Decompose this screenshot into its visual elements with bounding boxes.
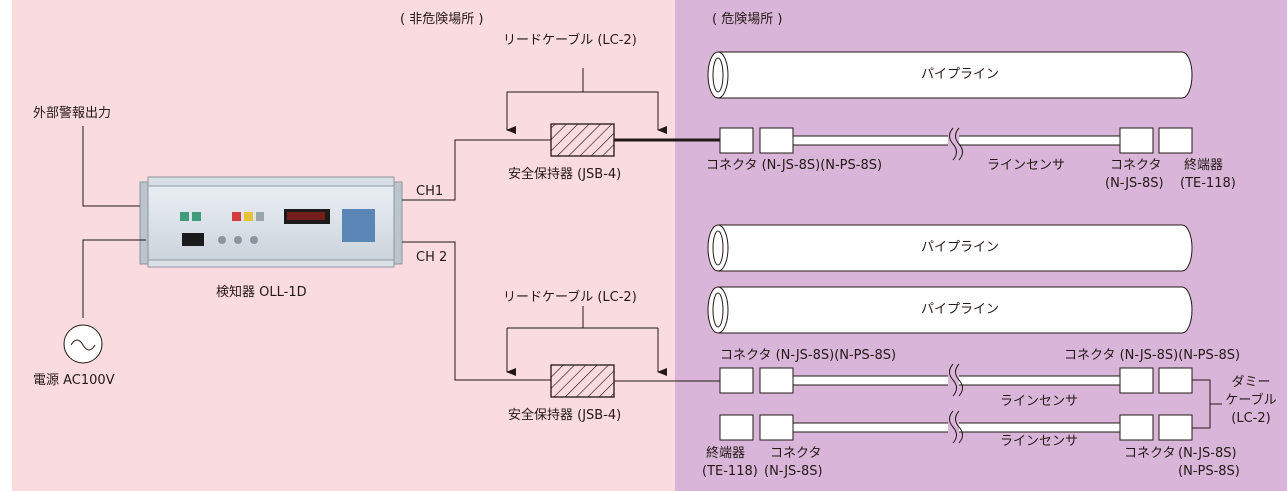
connector-model-js-ch2-lower-end: (N-JS-8S): [1178, 446, 1237, 461]
connector-pair-label-ch1: コネクタ (N-JS-8S)(N-PS-8S): [706, 158, 883, 173]
safety-barrier-ch2: [550, 364, 615, 398]
connector-label-ch1-end: コネクタ: [1110, 158, 1162, 173]
lead-cable-label-ch1: リードケーブル (LC-2): [503, 33, 637, 48]
non-hazardous-zone-label: ( 非危険場所 ): [400, 12, 484, 27]
pipeline-label-2: パイプライン: [920, 240, 999, 255]
terminator-label-ch1: 終端器: [1184, 158, 1224, 173]
sensor-label-ch2-lower: ラインセンサ: [1000, 434, 1079, 449]
connector-pair-label-ch2-start: コネクタ (N-JS-8S)(N-PS-8S): [720, 348, 897, 363]
connector-pair-label-ch2-end: コネクタ (N-JS-8S)(N-PS-8S): [1064, 348, 1241, 363]
detector-label: 検知器 OLL-1D: [216, 285, 307, 300]
pipeline-2: [707, 224, 1193, 272]
external-alarm-label: 外部警報出力: [33, 106, 112, 121]
pipeline-label-1: パイプライン: [920, 67, 999, 82]
pipeline-1: [707, 51, 1193, 99]
connector-label-ch2-lower-start: コネクタ: [770, 446, 822, 461]
detector-device: [139, 176, 403, 268]
barrier-label-ch2: 安全保持器 (JSB-4): [508, 408, 622, 423]
dummy-cable-label-3: (LC-2): [1231, 411, 1271, 426]
ch2-label: CH 2: [416, 250, 448, 265]
line-sensor-ch1: [719, 127, 1193, 161]
dummy-cable-label-1: ダミー: [1231, 375, 1271, 390]
connector-model-ch2-lower-start: (N-JS-8S): [764, 464, 823, 479]
power-label: 電源 AC100V: [33, 373, 115, 388]
terminator-model-ch1: (TE-118): [1180, 176, 1236, 191]
barrier-label-ch1: 安全保持器 (JSB-4): [508, 167, 622, 182]
pipeline-label-3: パイプライン: [920, 302, 999, 317]
ch1-label: CH1: [416, 184, 444, 199]
safety-barrier-ch1: [550, 123, 615, 157]
sensor-label-ch1: ラインセンサ: [987, 158, 1066, 173]
line-sensor-ch2-lower: [719, 410, 1193, 444]
hazardous-zone-label: ( 危険場所 ): [712, 12, 783, 27]
terminator-model-ch2: (TE-118): [702, 464, 758, 479]
ac-power-symbol: [63, 324, 103, 364]
dummy-cable-label-2: ケーブル: [1225, 393, 1277, 408]
sensor-label-ch2-upper: ラインセンサ: [1000, 394, 1079, 409]
connector-model-ch1-end: (N-JS-8S): [1105, 176, 1164, 191]
terminator-label-ch2: 終端器: [706, 446, 746, 461]
connector-label-ch2-lower-end: コネクタ: [1124, 446, 1176, 461]
line-sensor-ch2-upper: [719, 363, 1193, 397]
pipeline-3: [707, 286, 1193, 334]
connector-model-ps-ch2-lower-end: (N-PS-8S): [1178, 464, 1240, 479]
lead-cable-label-ch2: リードケーブル (LC-2): [503, 290, 637, 305]
